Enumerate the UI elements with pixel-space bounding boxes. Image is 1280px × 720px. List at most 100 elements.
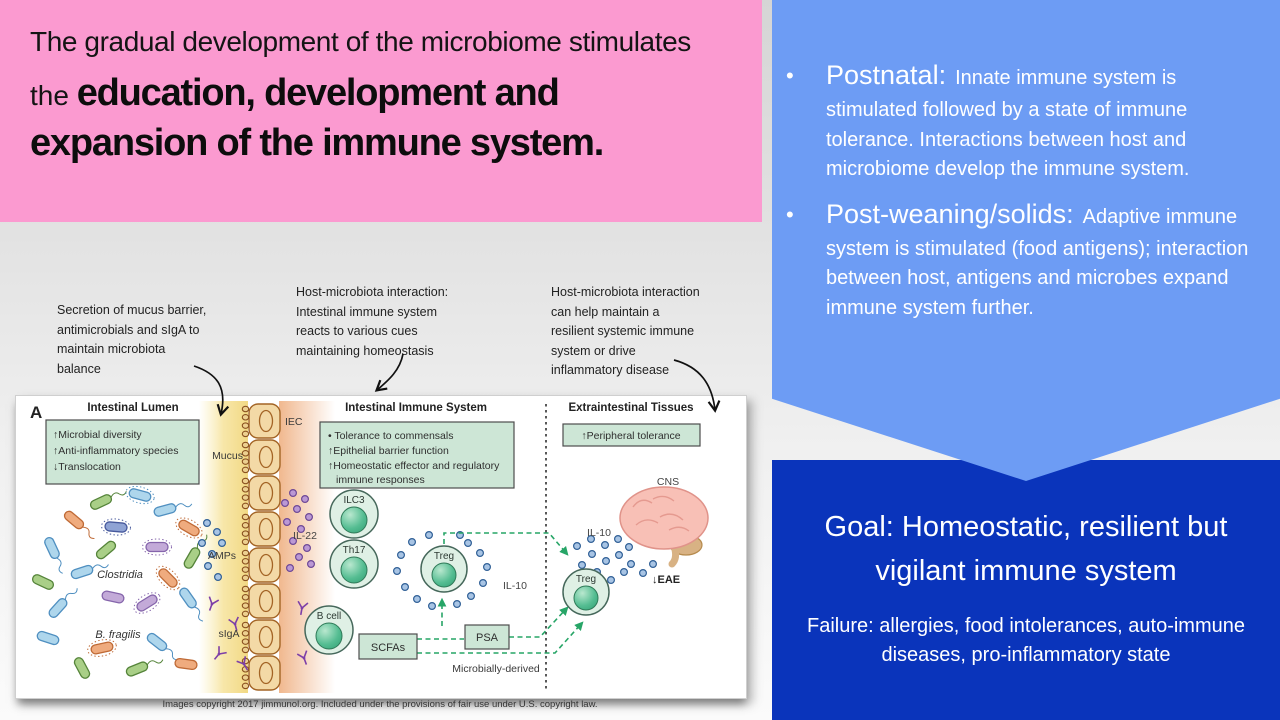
bacterium-body: [101, 590, 125, 604]
microvilli-coil: [241, 585, 250, 593]
il22-dot: [303, 544, 312, 553]
siga-antibody: [208, 596, 220, 611]
figure-label-A: A: [30, 403, 42, 422]
il10-dot: [401, 583, 410, 592]
bacterium-cilia: [87, 639, 117, 657]
il10-dot: [408, 538, 417, 547]
epithelial-cell: [241, 403, 281, 439]
il10-dot: [626, 560, 635, 569]
immune-effects-box: • Tolerance to commensals ↑Epithelial ba…: [319, 421, 515, 489]
microvilli-coil: [241, 466, 250, 474]
pathway-treg-to-periphery: [443, 532, 569, 556]
bacterium-flagellum: [146, 659, 164, 666]
brain-illustration: [619, 486, 709, 568]
microvilli-coil: [241, 610, 250, 618]
microvilli-coil: [241, 486, 250, 493]
annotation-mucus-secretion: Secretion of mucus barrier, antimicrobia…: [57, 303, 207, 376]
il22-dot: [281, 498, 290, 507]
psa-label: PSA: [476, 632, 499, 644]
bacterium: [95, 540, 117, 560]
immune-effect-line: ↑Epithelial barrier function: [328, 445, 449, 457]
microvilli-coil: [241, 566, 250, 573]
il10-dot: [413, 595, 422, 604]
signaling-pathways: [417, 532, 584, 654]
bacterium-body: [153, 503, 177, 517]
microvilli-coil: [241, 630, 250, 637]
bullet-postnatal-body: Innate immune system is stimulated follo…: [826, 67, 1190, 181]
pathway-psa-to-treg2: [509, 606, 569, 638]
bacterium: [125, 485, 155, 505]
title-line-2: the education, development and: [30, 72, 762, 115]
epithelial-cell: [241, 619, 281, 655]
amps-label: AMPs: [208, 550, 236, 562]
microvilli-coil: [241, 494, 250, 501]
microvilli-coil: [241, 574, 250, 582]
cns-label: CNS: [657, 476, 679, 488]
il10-dot: [453, 600, 462, 609]
goal-title: Goal: Homeostatic, resilient but vigilan…: [824, 511, 1228, 587]
siga-antibodies: [208, 596, 309, 671]
th17-label: Th17: [343, 545, 366, 556]
bacterium: [125, 659, 164, 677]
il10-dot: [614, 551, 623, 560]
bullet-postnatal-lead: Postnatal:: [826, 60, 947, 90]
treg-cell-gut: Treg: [420, 545, 468, 593]
b-cell-label: B cell: [317, 611, 341, 622]
siga-antibody-hinge: [217, 652, 221, 656]
bacterium-body: [179, 587, 197, 609]
il10-dot: [476, 549, 485, 558]
header-intestinal-lumen: Intestinal Lumen: [87, 402, 178, 414]
epithelial-cell: [241, 547, 281, 583]
bullet-post-weaning: • Post-weaning/solids:Adaptive immune sy…: [786, 195, 1250, 324]
annotation-arrows: [193, 353, 721, 417]
microvilli-coil: [241, 441, 250, 449]
il22-dot: [289, 537, 298, 546]
header-intestinal-immune-system: Intestinal Immune System: [345, 402, 487, 414]
microbially-derived-label: Microbially-derived: [452, 663, 540, 675]
bacterium: [174, 657, 198, 671]
il10-dot: [619, 568, 628, 577]
amp-dot: [218, 539, 227, 548]
lumen-effect-line: ↑Anti-inflammatory species: [53, 445, 178, 457]
iec-label: IEC: [285, 416, 303, 428]
bacterium-body: [158, 568, 178, 588]
il10-dot: [577, 561, 586, 570]
il10-dot: [601, 557, 610, 566]
il22-label: IL-22: [293, 530, 317, 542]
microvilli-coil: [241, 549, 250, 557]
microvilli-coil: [241, 414, 250, 421]
siga-antibody: [236, 656, 249, 671]
microvilli-coil: [241, 522, 250, 529]
treg-periphery-label: Treg: [576, 574, 596, 585]
microvilli-coil: [241, 450, 250, 457]
bacterium: [31, 574, 55, 590]
il10-dot: [483, 563, 492, 572]
microvilli-coil: [241, 674, 250, 681]
bacterium-body: [183, 547, 201, 569]
il10-dot: [624, 543, 633, 552]
il10-dot: [586, 535, 595, 544]
annotation-host-microbiota-systemic: Host-microbiota interaction can help mai…: [551, 285, 700, 377]
bacterium-body: [48, 598, 68, 618]
siga-antibody-hinge: [302, 656, 306, 660]
il22-dot: [295, 553, 304, 562]
epithelial-cell-nucleus: [258, 517, 274, 541]
microvilli-coil: [241, 646, 250, 654]
bacterium-body: [136, 594, 158, 612]
ilc3-label: ILC3: [343, 495, 365, 506]
amp-dot: [214, 573, 223, 582]
bacterium-flagellum: [92, 564, 109, 569]
annotation-arrow-3: [673, 359, 721, 413]
bacterium-flagellum: [82, 526, 95, 539]
title-box: The gradual development of the microbiom…: [0, 0, 762, 222]
eae-label: ↓EAE: [652, 574, 680, 586]
annotation-host-microbiota-intestinal: Host-microbiota interaction: Intestinal …: [296, 285, 449, 358]
bacterium: [101, 518, 131, 536]
siga-antibody: [228, 616, 240, 631]
bacterium-flagellum: [175, 503, 193, 508]
bullet-postnatal-text: Postnatal:Innate immune system is stimul…: [826, 56, 1250, 185]
il10-dot: [467, 592, 476, 601]
amp-dot: [208, 550, 217, 559]
microvilli-coil: [241, 538, 250, 546]
bacterium-body: [178, 519, 200, 537]
